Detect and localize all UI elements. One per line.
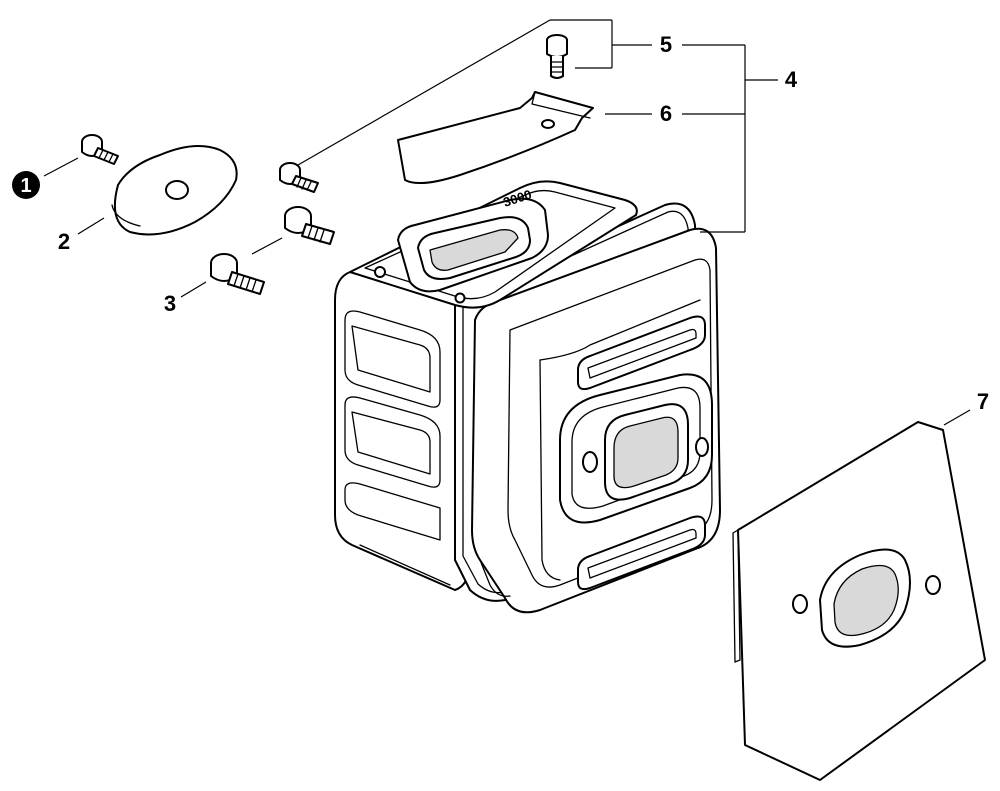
callout-1-label: 1 [20, 175, 31, 197]
muffler-gasket[interactable] [732, 421, 986, 781]
callout-1[interactable]: 1 [12, 171, 40, 199]
spark-deflector-plate[interactable] [397, 91, 594, 185]
callout-7[interactable]: 7 [977, 389, 989, 414]
callout-5[interactable]: 5 [660, 32, 672, 57]
callout-4[interactable]: 4 [785, 67, 798, 92]
callout-badge [12, 171, 40, 199]
callout-2[interactable]: 2 [58, 229, 70, 254]
screw-lower-middle[interactable] [284, 206, 335, 245]
oval-washer-plate[interactable] [111, 145, 238, 236]
screw-3[interactable] [210, 253, 265, 295]
leader-lines [43, 19, 971, 426]
callout-3[interactable]: 3 [164, 291, 176, 316]
deflector-screw[interactable] [546, 34, 568, 79]
callout-6[interactable]: 6 [660, 101, 672, 126]
screw-upper-middle[interactable] [279, 162, 319, 193]
muffler-body[interactable]: 3000 [334, 180, 721, 614]
screw-1[interactable] [81, 134, 119, 165]
